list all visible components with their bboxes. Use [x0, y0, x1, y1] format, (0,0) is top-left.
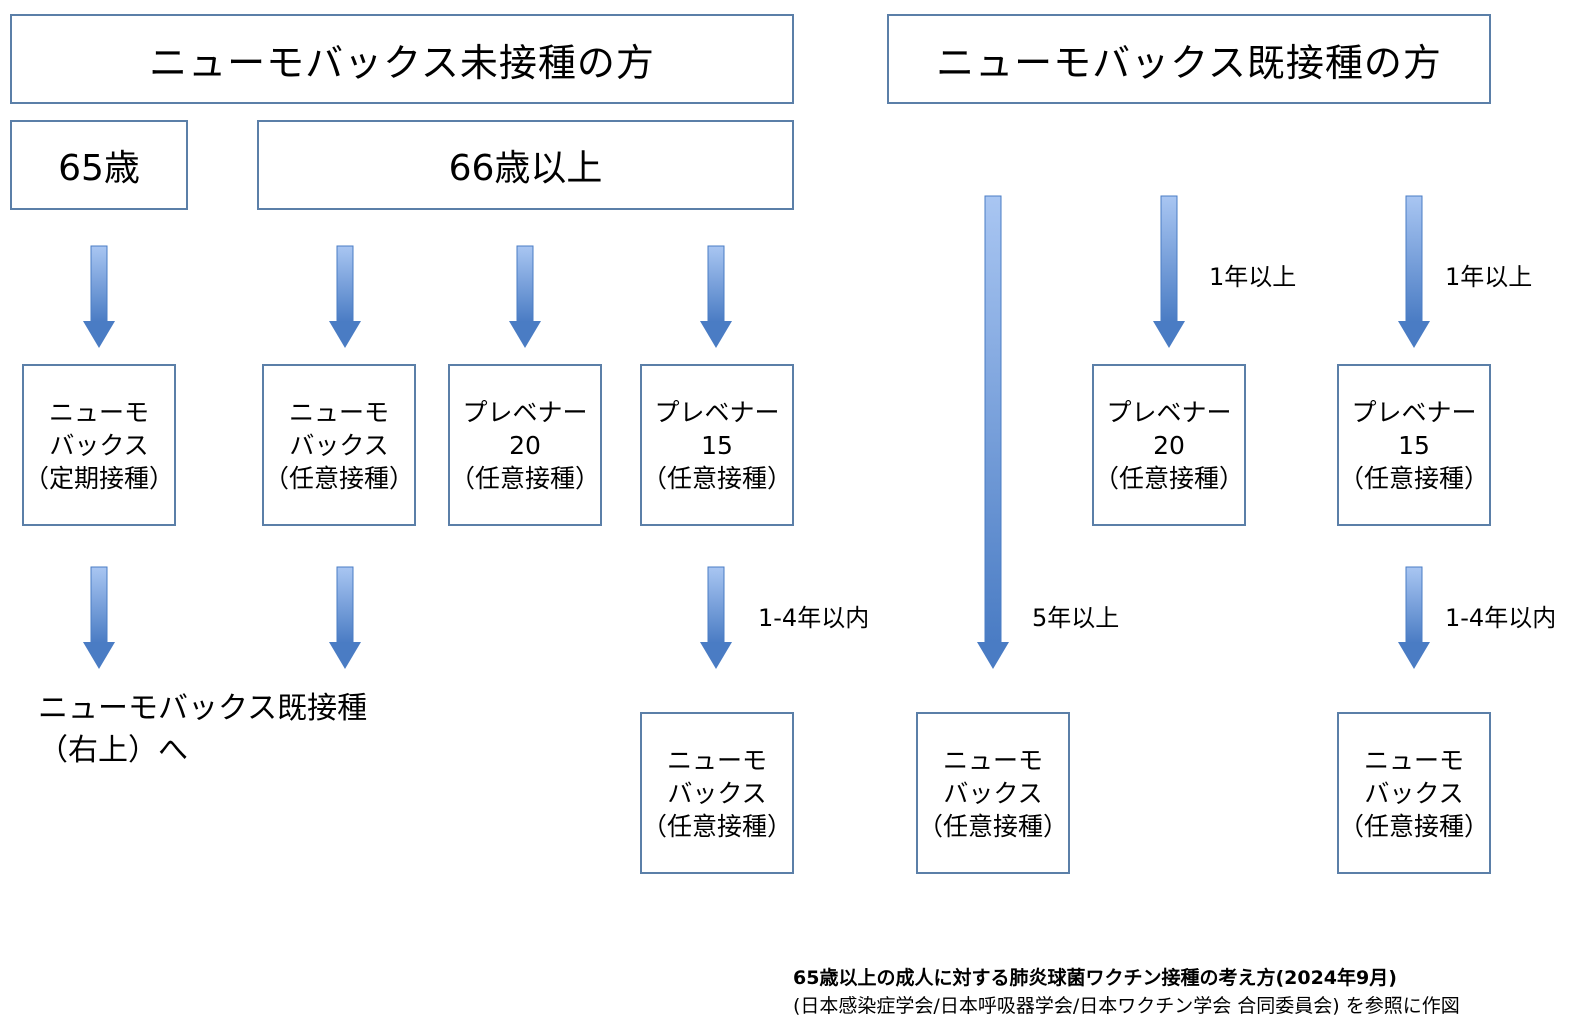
source-line-1: 65歳以上の成人に対する肺炎球菌ワクチン接種の考え方(2024年9月) [793, 964, 1460, 992]
age-65-box: 65歳 [10, 120, 188, 210]
source-line-2: (日本感染症学会/日本呼吸器学会/日本ワクチン学会 合同委員会) を参照に作図 [793, 995, 1460, 1017]
prevenar20-right-box: プレベナー20 （任意接種） [1092, 364, 1246, 526]
pneumovax-after-5yr-label: ニューモ バックス （任意接種） [918, 745, 1069, 841]
header-vaccinated: ニューモバックス既接種の方 [887, 14, 1491, 104]
age-66-plus-box: 66歳以上 [257, 120, 794, 210]
interval-1yr-a: 1年以上 [1209, 263, 1297, 291]
pneumovax-voluntary-box: ニューモ バックス （任意接種） [262, 364, 416, 526]
prevenar20-left-box: プレベナー20 （任意接種） [448, 364, 602, 526]
goto-vaccinated-note: ニューモバックス既接種 （右上）へ [38, 691, 368, 768]
interval-1-4yr-left: 1-4年以内 [758, 604, 870, 632]
arrow-5yr-long [977, 195, 1009, 669]
pneumovax-routine-box: ニューモ バックス （定期接種） [22, 364, 176, 526]
age-65-label: 65歳 [58, 148, 140, 189]
prevenar15-right-label: プレベナー15 （任意接種） [1339, 397, 1490, 493]
header-not-vaccinated: ニューモバックス未接種の方 [10, 14, 794, 104]
prevenar15-left-box: プレベナー15 （任意接種） [640, 364, 794, 526]
header-not-vaccinated-label: ニューモバックス未接種の方 [149, 40, 655, 85]
pneumovax-after-5yr-box: ニューモ バックス （任意接種） [916, 712, 1070, 874]
pneumovax-after-prevenar15-right-box: ニューモ バックス （任意接種） [1337, 712, 1491, 874]
arrow-66-to-prevenar20 [509, 245, 541, 348]
pneumovax-voluntary-label: ニューモ バックス （任意接種） [264, 397, 415, 493]
source-footer: 65歳以上の成人に対する肺炎球菌ワクチン接種の考え方(2024年9月) (日本感… [793, 964, 1460, 1020]
prevenar15-left-label: プレベナー15 （任意接種） [642, 397, 793, 493]
prevenar20-left-label: プレベナー20 （任意接種） [450, 397, 601, 493]
arrow-prevenar15-to-pneumovax [700, 566, 732, 669]
interval-5yr: 5年以上 [1032, 604, 1120, 632]
arrow-65-to-pneumovax [83, 245, 115, 348]
arrow-1yr-to-prevenar20 [1153, 195, 1185, 348]
pneumovax-after-prevenar15-left-box: ニューモ バックス （任意接種） [640, 712, 794, 874]
pneumovax-routine-label: ニューモ バックス （定期接種） [24, 397, 175, 493]
arrow-66-to-prevenar15 [700, 245, 732, 348]
arrow-pneumovax-routine-down [83, 566, 115, 669]
interval-1yr-b: 1年以上 [1445, 263, 1533, 291]
pneumovax-after-prevenar15-right-label: ニューモ バックス （任意接種） [1339, 745, 1490, 841]
arrow-pneumovax-voluntary-down [329, 566, 361, 669]
interval-1-4yr-right: 1-4年以内 [1445, 604, 1557, 632]
prevenar20-right-label: プレベナー20 （任意接種） [1094, 397, 1245, 493]
arrow-66-to-pneumovax [329, 245, 361, 348]
source-line-1-text: 65歳以上の成人に対する肺炎球菌ワクチン接種の考え方(2024年9月) [793, 967, 1397, 989]
header-vaccinated-label: ニューモバックス既接種の方 [936, 40, 1442, 85]
prevenar15-right-box: プレベナー15 （任意接種） [1337, 364, 1491, 526]
arrow-right-prevenar15-to-pneumovax [1398, 566, 1430, 669]
age-66-plus-label: 66歳以上 [448, 148, 603, 189]
arrow-1yr-to-prevenar15 [1398, 195, 1430, 348]
pneumovax-after-prevenar15-left-label: ニューモ バックス （任意接種） [642, 745, 793, 841]
